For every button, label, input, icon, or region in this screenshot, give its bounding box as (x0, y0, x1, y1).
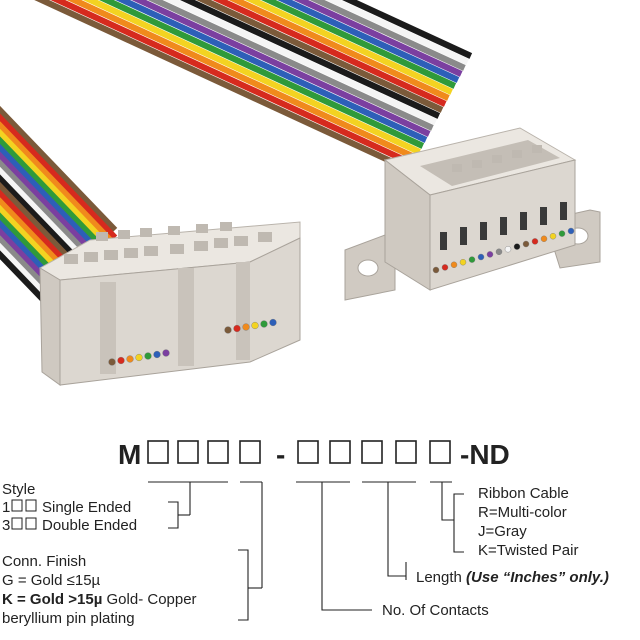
length-note: (Use “Inches” only.) (466, 569, 609, 586)
conn-finish-option-k-bold: K = Gold >15µ (2, 591, 102, 608)
ribbon-wire (244, 0, 453, 95)
length-leader (387, 482, 407, 580)
wire-end (269, 318, 277, 327)
length-text: Length (Use “Inches” only.) (416, 569, 609, 586)
ribbon-wire (66, 0, 418, 161)
style-option-3-label: Double Ended (42, 517, 137, 534)
part-number-suffix: -ND (460, 439, 510, 470)
ribbon-wire (50, 0, 415, 167)
ribbon-option-k: K=Twisted Pair (478, 542, 578, 559)
wire-end (260, 320, 268, 328)
length-code-boxes (297, 440, 451, 464)
style-code-boxes (147, 440, 261, 464)
wire-end (486, 251, 494, 258)
conn-finish-option-g: G = Gold ≤15µ (2, 572, 101, 589)
ribbon-option-r: R=Multi-color (478, 504, 567, 521)
wire-end (233, 324, 241, 333)
right-connector (344, 127, 601, 301)
wire-end (558, 230, 566, 237)
conn-finish-option-k-rest: Gold- Copper (102, 591, 196, 608)
wire-end (117, 356, 125, 365)
wire-end (477, 253, 485, 261)
left-connector-wire-ends (108, 349, 170, 366)
ribbon-wire (34, 0, 412, 173)
ribbon-wire (99, 0, 425, 149)
style-option-1-label: Single Ended (42, 499, 131, 516)
ribbon-wire (0, 136, 118, 263)
wire-end (224, 326, 232, 334)
wire-end (450, 261, 458, 268)
wire-end (504, 245, 512, 253)
left-connector (39, 221, 301, 386)
ribbon-wire (0, 128, 118, 255)
wire-end (459, 259, 467, 266)
wire-end (567, 227, 575, 235)
style-option-1-code: 1 (2, 499, 10, 516)
ribbon-wire (147, 0, 434, 131)
wire-end (242, 323, 250, 331)
style-heading: Style (2, 481, 35, 498)
wire-end (153, 350, 161, 359)
wire-end (540, 235, 548, 243)
wire-end (251, 321, 259, 330)
ribbon-wire (309, 0, 466, 71)
wire-end (468, 256, 476, 263)
contacts-label: No. Of Contacts (382, 602, 489, 619)
ribbon-cable-right (34, 0, 473, 173)
wire-end (495, 248, 503, 256)
ribbon-wire (212, 0, 447, 107)
length-label: Length (416, 569, 466, 586)
ribbon-wire (180, 0, 441, 119)
ribbon-wire (342, 0, 473, 59)
conn-finish-option-k-line2: beryllium pin plating (2, 610, 135, 627)
right-connector-wire-ends (432, 227, 575, 274)
ribbon-cable-assembly-image (0, 0, 601, 386)
ribbon-heading: Ribbon Cable (478, 485, 569, 502)
wire-end (549, 232, 557, 240)
style-option-3-code: 3 (2, 517, 10, 534)
wire-end (126, 355, 134, 363)
ribbon-wire (196, 0, 444, 113)
ribbon-wire (131, 0, 431, 137)
wire-end (531, 238, 539, 245)
wire-end (513, 243, 521, 250)
ribbon-wire (82, 0, 421, 155)
style-bracket (168, 482, 191, 529)
wire-end (135, 353, 143, 362)
conn-finish-option-k: K = Gold >15µ Gold- Copper (2, 591, 197, 608)
ribbon-option-j: J=Gray (478, 523, 527, 540)
ribbon-wire (163, 0, 437, 125)
ribbon-wire (115, 0, 428, 143)
part-number-dash: - (276, 439, 285, 470)
wire-end (162, 349, 170, 357)
part-number-prefix: M (118, 439, 141, 470)
ribbon-wire (0, 105, 118, 233)
wire-end (432, 266, 440, 274)
part-number-diagram: M - -ND Style 1 Single Ended 3 Double En… (2, 439, 609, 627)
wire-end (441, 264, 449, 271)
ribbon-wire (261, 0, 457, 89)
ribbon-wire (0, 121, 118, 248)
ribbon-wire (277, 0, 460, 83)
wire-end (108, 358, 116, 366)
ribbon-wire (325, 0, 469, 65)
ribbon-wire (0, 113, 118, 240)
wire-end (522, 240, 530, 248)
conn-finish-heading: Conn. Finish (2, 553, 86, 570)
wire-end (144, 352, 152, 360)
conn-finish-bracket (238, 482, 263, 621)
ribbon-leader (441, 482, 464, 553)
ribbon-wire (228, 0, 450, 101)
left-connector-wire-ends-2 (224, 318, 277, 334)
contacts-leader (321, 482, 372, 611)
ribbon-wire (293, 0, 463, 77)
